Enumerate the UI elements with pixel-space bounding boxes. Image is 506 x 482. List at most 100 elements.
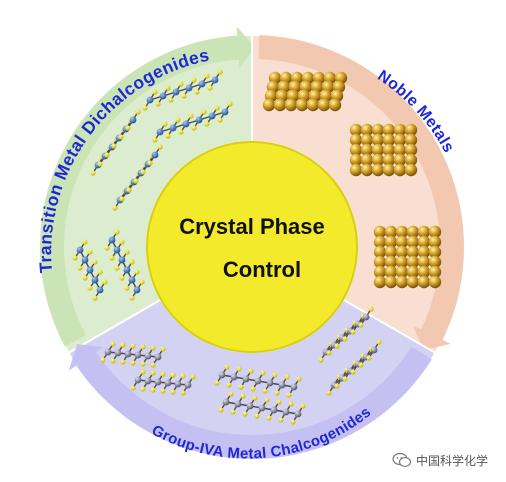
sulfur-atom: [104, 152, 110, 158]
metal-atom: [154, 378, 162, 386]
gold-atom: [317, 98, 331, 112]
gold-atom: [384, 235, 398, 249]
gold-atom: [406, 225, 420, 239]
sulfur-atom: [296, 376, 302, 382]
sulfur-atom: [254, 413, 260, 419]
sulfur-atom: [204, 121, 210, 127]
gold-atom: [428, 255, 442, 269]
gold-atom: [349, 163, 363, 177]
metal-atom: [134, 351, 142, 359]
metal-atom: [282, 408, 290, 416]
sulfur-atom: [342, 336, 348, 342]
gold-atom: [384, 275, 398, 289]
gold-atom: [349, 123, 363, 137]
sulfur-atom: [318, 357, 324, 363]
gold-atom: [373, 265, 387, 279]
gold-atom: [384, 245, 398, 259]
sulfur-atom: [147, 160, 153, 166]
gold-atom: [428, 225, 442, 239]
sulfur-atom: [129, 259, 135, 265]
metal-atom: [114, 349, 122, 357]
sulfur-atom: [250, 386, 256, 392]
sulfur-atom: [110, 358, 116, 364]
gold-atom: [393, 143, 407, 157]
metal-atom: [134, 376, 142, 384]
sulfur-atom: [350, 369, 356, 375]
gold-atom: [371, 143, 385, 157]
sulfur-atom: [260, 370, 266, 376]
gold-atom: [384, 225, 398, 239]
structure-illustrations: [72, 69, 442, 425]
sulfur-atom: [155, 101, 161, 107]
metal-atom: [151, 151, 159, 159]
sulfur-atom: [140, 386, 146, 392]
sulfur-atom: [135, 109, 141, 115]
sulfur-atom: [124, 285, 130, 291]
sulfur-atom: [188, 113, 194, 119]
wechat-icon: [392, 452, 412, 467]
gold-atom: [371, 133, 385, 147]
gold-atom: [406, 255, 420, 269]
metal-atom: [198, 80, 206, 88]
metal-atom: [128, 276, 136, 284]
sulfur-atom: [140, 361, 146, 367]
center-title-line2: Control: [223, 257, 301, 282]
sulfur-atom: [284, 374, 290, 380]
gold-atom: [306, 98, 320, 112]
sulfur-atom: [100, 357, 106, 363]
metal-atom: [154, 353, 162, 361]
metal-atom: [230, 373, 238, 381]
metal-atom: [123, 266, 131, 274]
sulfur-atom: [142, 105, 148, 111]
sulfur-atom: [92, 295, 98, 301]
gold-atom: [417, 265, 431, 279]
sulfur-atom: [118, 134, 124, 140]
sulfur-atom: [236, 366, 242, 372]
gold-atom: [393, 153, 407, 167]
sulfur-atom: [181, 93, 187, 99]
gold-atom: [417, 245, 431, 259]
sulfur-atom: [119, 275, 125, 281]
sulfur-atom: [92, 259, 98, 265]
sulfur-atom: [326, 350, 332, 356]
gold-atom: [384, 255, 398, 269]
sulfur-atom: [140, 344, 146, 350]
gold-atom: [428, 265, 442, 279]
gold-atom: [395, 225, 409, 239]
sulfur-atom: [238, 384, 244, 390]
metal-atom: [218, 371, 226, 379]
gold-atom: [349, 143, 363, 157]
gold-atom: [371, 163, 385, 177]
metal-atom: [242, 375, 250, 383]
metal-atom: [76, 246, 84, 254]
sulfur-atom: [368, 306, 374, 312]
sulfur-atom: [300, 403, 306, 409]
gold-atom: [428, 235, 442, 249]
sulfur-atom: [217, 69, 223, 75]
sulfur-atom: [227, 101, 233, 107]
sulfur-atom: [262, 388, 268, 394]
sulfur-atom: [288, 401, 294, 407]
sulfur-atom: [162, 121, 168, 127]
gold-atom: [295, 98, 309, 112]
sulfur-atom: [82, 275, 88, 281]
sulfur-atom: [152, 89, 158, 95]
gold-atom: [349, 133, 363, 147]
sulfur-atom: [180, 390, 186, 396]
metal-atom: [104, 348, 112, 356]
gold-atom: [417, 225, 431, 239]
metal-atom: [172, 88, 180, 96]
sulfur-atom: [242, 411, 248, 417]
metal-atom: [254, 377, 262, 385]
gold-atom: [373, 275, 387, 289]
gold-atom: [417, 235, 431, 249]
sulfur-atom: [358, 362, 364, 368]
gold-atom: [373, 235, 387, 249]
gold-atom: [273, 98, 287, 112]
gold-atom: [382, 123, 396, 137]
metal-atom: [156, 128, 164, 136]
metal-atom: [133, 286, 141, 294]
sulfur-atom: [111, 143, 117, 149]
gold-atom: [404, 163, 418, 177]
sulfur-atom: [160, 388, 166, 394]
